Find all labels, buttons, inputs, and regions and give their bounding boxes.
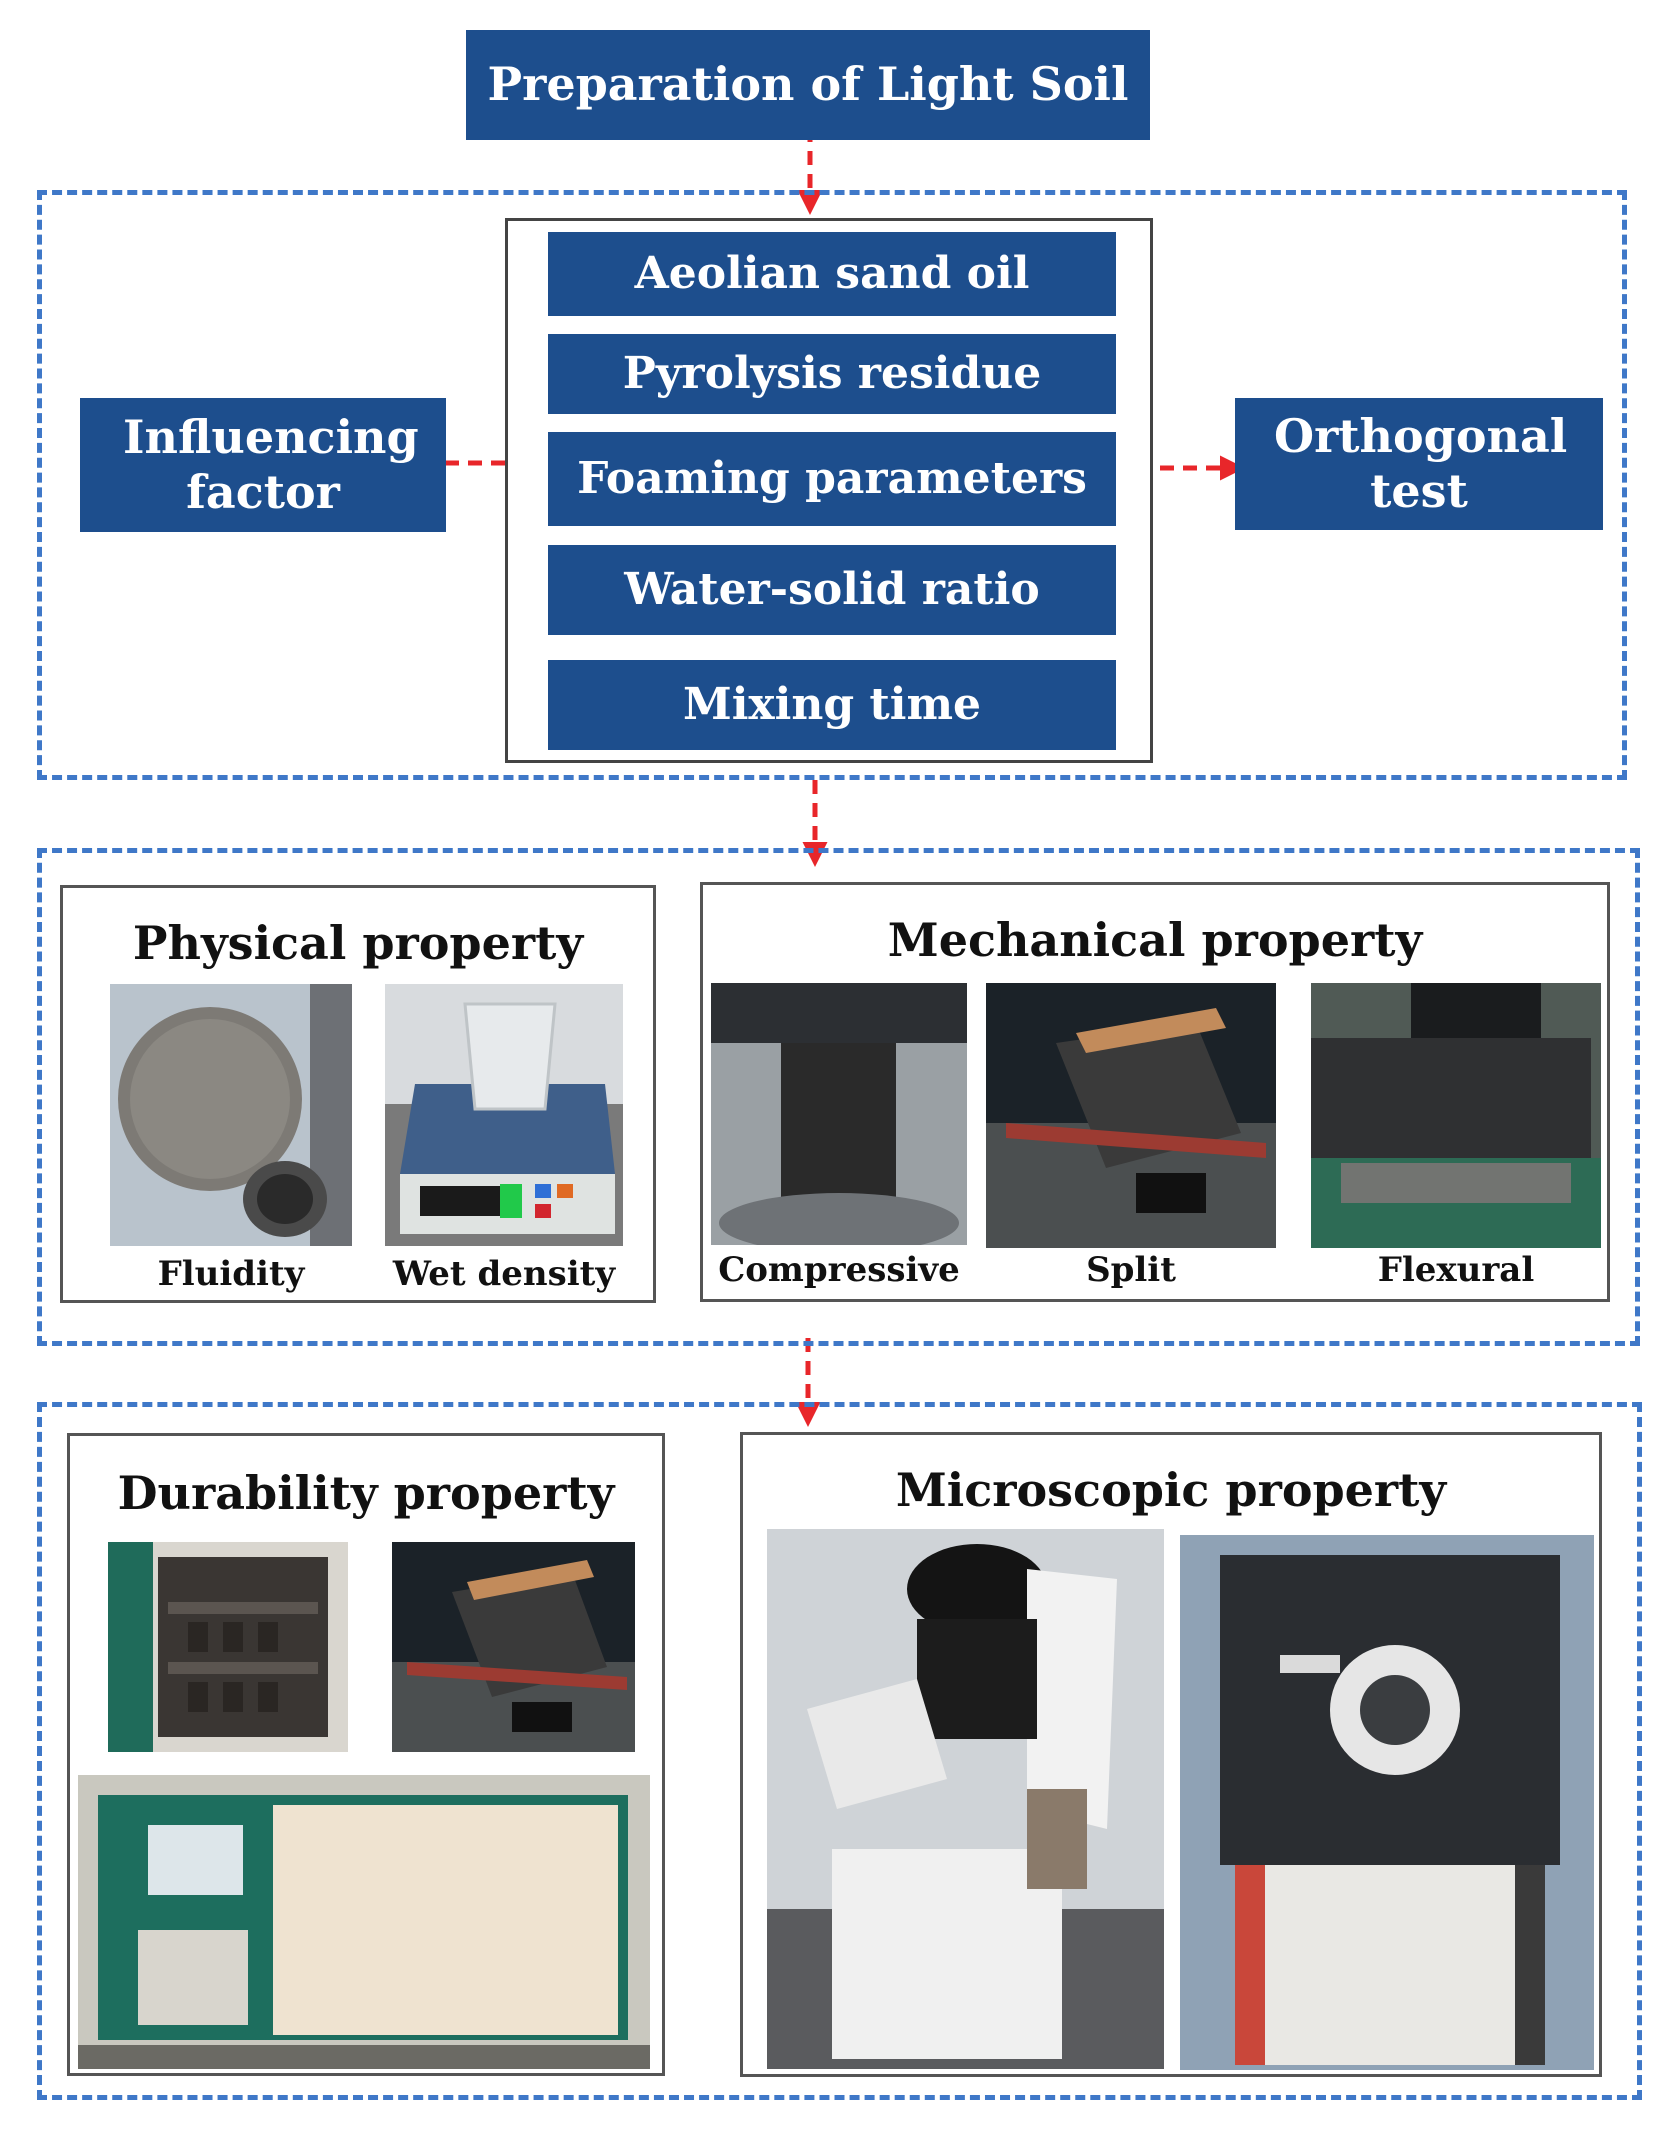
orthogonal-test-label: Orthogonal test — [1274, 408, 1568, 518]
title-box: Preparation of Light Soil — [466, 30, 1150, 140]
drying-oven-photo — [108, 1542, 348, 1752]
durability-property-title: Durability property — [117, 1466, 615, 1520]
durability-property-panel: Durability property — [67, 1433, 665, 2076]
fluidity-caption: Fluidity — [157, 1254, 305, 1294]
factor-box-4: Water-solid ratio — [548, 545, 1116, 635]
split-test-photo — [392, 1542, 635, 1752]
freezer-chamber-photo — [78, 1775, 650, 2069]
mechanical-property-panel: Mechanical property Compressive Split F — [700, 882, 1610, 1302]
split-caption: Split — [1086, 1250, 1176, 1290]
influencing-factor-label: Influencing factor — [123, 409, 419, 519]
influencing-factor-box: Influencing factor — [80, 398, 446, 532]
flexural-photo — [1311, 983, 1601, 1248]
split-photo — [986, 983, 1276, 1248]
flexural-caption: Flexural — [1377, 1250, 1535, 1290]
factor-label: Pyrolysis residue — [622, 347, 1042, 399]
physical-property-panel: Physical property Fluidity Wet density — [60, 885, 656, 1303]
section-factors-frame — [37, 190, 1627, 780]
wet-density-caption: Wet density — [392, 1254, 616, 1294]
factor-label: Mixing time — [682, 678, 982, 730]
factor-box-2: Pyrolysis residue — [548, 334, 1116, 414]
title-text: Preparation of Light Soil — [487, 57, 1129, 112]
factor-box-5: Mixing time — [548, 660, 1116, 750]
factor-box-1: Aeolian sand oil — [548, 232, 1116, 316]
factor-box-3: Foaming parameters — [548, 432, 1116, 526]
microscopic-property-title: Microscopic property — [895, 1463, 1447, 1517]
mechanical-property-title: Mechanical property — [887, 913, 1423, 967]
microscopic-property-panel: Microscopic property — [740, 1432, 1602, 2077]
xrd-diffractometer-photo — [1180, 1535, 1594, 2070]
compressive-caption: Compressive — [718, 1250, 960, 1290]
section-durability-frame — [37, 1402, 1642, 2100]
wet-density-photo — [385, 984, 623, 1246]
sem-microscope-photo — [767, 1529, 1164, 2069]
fluidity-photo — [110, 984, 352, 1246]
factor-label: Water-solid ratio — [624, 563, 1040, 615]
orthogonal-test-box: Orthogonal test — [1235, 398, 1603, 530]
factor-label: Foaming parameters — [577, 452, 1087, 504]
section-properties-frame — [37, 848, 1640, 1346]
compressive-photo — [711, 983, 967, 1245]
physical-property-title: Physical property — [132, 916, 584, 970]
factor-label: Aeolian sand oil — [634, 247, 1030, 299]
